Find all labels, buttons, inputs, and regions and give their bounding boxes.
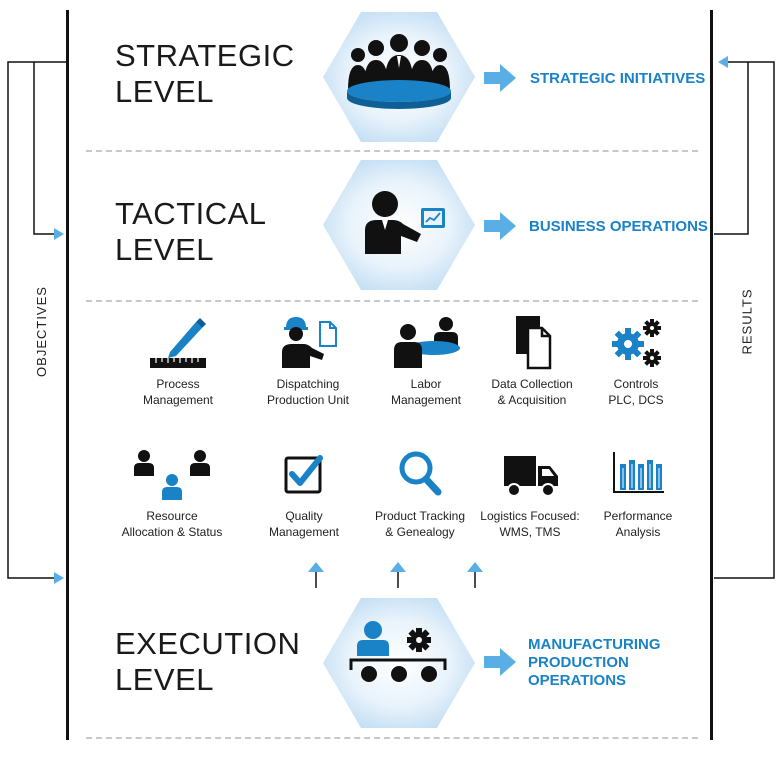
logistics-label: Logistics Focused: WMS, TMS <box>480 509 580 539</box>
worker-document-icon <box>282 317 337 368</box>
separator-bottom <box>86 737 698 739</box>
execution-hexagon-icon <box>323 598 475 728</box>
logistics-item: Logistics Focused: WMS, TMS <box>468 446 592 540</box>
magnifier-icon <box>399 451 442 496</box>
execution-arrow-icon <box>484 648 516 676</box>
documents-icon <box>516 316 552 370</box>
process-management-label: Process Management <box>142 377 214 407</box>
ruler-pencil-icon <box>150 318 206 368</box>
results-label: RESULTS <box>739 288 755 355</box>
people-allocation-icon <box>134 450 210 500</box>
results-connector <box>714 56 775 579</box>
resource-allocation-item: Resource Allocation & Status <box>110 446 234 540</box>
right-frame-line <box>710 10 713 740</box>
controls-item: Controls PLC, DCS <box>574 314 698 408</box>
strategic-title-line2: LEVEL <box>115 74 215 109</box>
tactical-arrow-icon <box>484 212 516 240</box>
strategic-arrow-icon <box>484 64 516 92</box>
performance-analysis-item: Performance Analysis <box>576 446 700 540</box>
dispatching-production-unit-item: Dispatching Production Unit <box>246 314 370 408</box>
labor-management-label: Labor Management <box>390 377 462 407</box>
strategic-hexagon-icon <box>323 12 475 142</box>
controls-label: Controls PLC, DCS <box>608 377 664 407</box>
checkbox-icon <box>284 455 323 494</box>
bar-chart-icon <box>613 452 664 493</box>
data-collection-item: Data Collection & Acquisition <box>470 314 594 408</box>
tactical-level-title: TACTICAL LEVEL <box>115 196 267 268</box>
tactical-title-line1: TACTICAL <box>115 196 267 231</box>
quality-management-item: Quality Management <box>242 446 366 540</box>
quality-management-label: Quality Management <box>268 509 340 539</box>
execution-title-line1: EXECUTION <box>115 626 301 661</box>
process-management-item: Process Management <box>116 314 240 408</box>
truck-icon <box>504 456 558 497</box>
up-arrow-icon <box>467 562 483 588</box>
objectives-label: OBJECTIVES <box>33 286 49 377</box>
execution-level-title: EXECUTION LEVEL <box>115 626 300 698</box>
gears-icon <box>612 319 661 367</box>
left-frame-line <box>66 10 69 740</box>
strategic-initiatives-label: STRATEGIC INITIATIVES <box>530 70 706 87</box>
resource-allocation-label: Resource Allocation & Status <box>121 509 223 539</box>
tactical-title-line2: LEVEL <box>115 232 215 267</box>
tactical-hexagon-icon <box>323 160 475 290</box>
product-tracking-label: Product Tracking & Genealogy <box>374 509 466 539</box>
separator-strategic-tactical <box>86 150 698 152</box>
dispatching-production-unit-label: Dispatching Production Unit <box>266 377 350 407</box>
business-operations-label: BUSINESS OPERATIONS <box>529 218 708 235</box>
separator-tactical-functions <box>86 300 698 302</box>
execution-title-line2: LEVEL <box>115 662 215 697</box>
product-tracking-item: Product Tracking & Genealogy <box>358 446 482 540</box>
data-collection-label: Data Collection & Acquisition <box>491 377 573 407</box>
objectives-connector <box>7 61 66 584</box>
strategic-title-line1: STRATEGIC <box>115 38 295 73</box>
up-arrow-icon <box>390 562 406 588</box>
up-arrow-icon <box>308 562 324 588</box>
performance-analysis-label: Performance Analysis <box>603 509 673 539</box>
people-table-icon <box>394 317 460 368</box>
manufacturing-production-operations-label: MANUFACTURING PRODUCTION OPERATIONS <box>528 636 661 689</box>
labor-management-item: Labor Management <box>364 314 488 408</box>
strategic-level-title: STRATEGIC LEVEL <box>115 38 295 110</box>
